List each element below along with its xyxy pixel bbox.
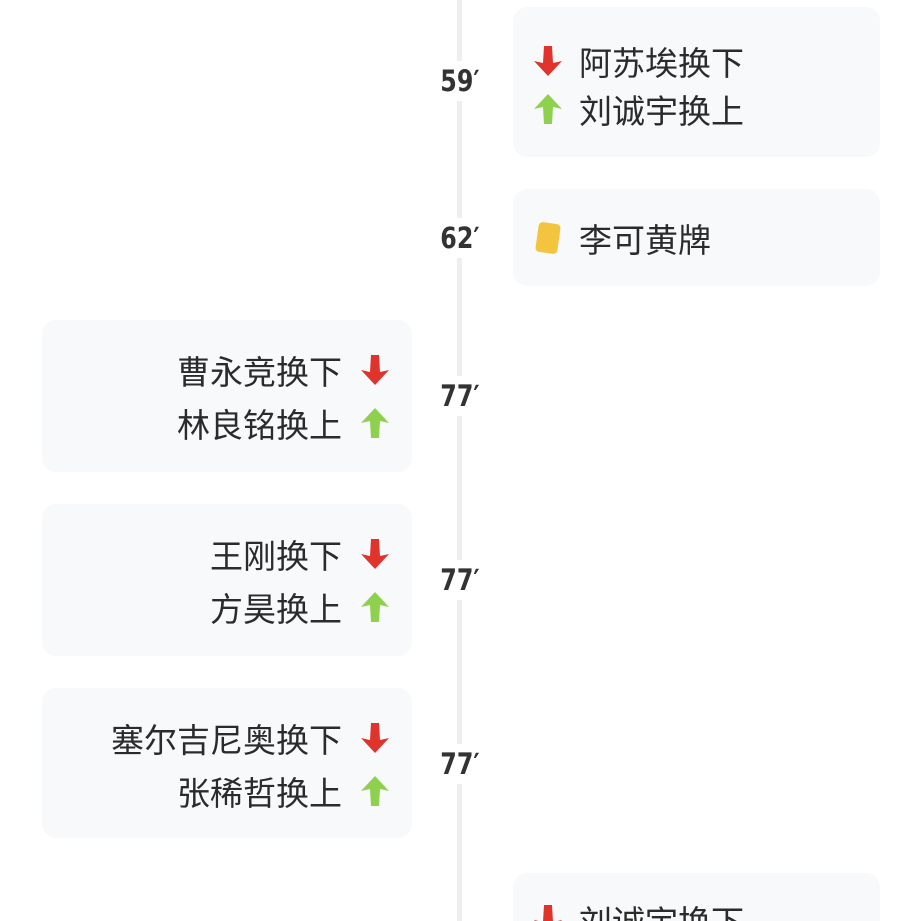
timeline-axis: [457, 0, 462, 921]
red-down-arrow-icon: [531, 903, 565, 921]
yellow-card-icon: [531, 221, 565, 255]
event-text: 刘诚宇换下: [579, 896, 744, 921]
green-up-arrow-icon: [531, 92, 565, 126]
event-minute: 77′: [427, 744, 493, 784]
event-text: 塞尔吉尼奥换下: [111, 721, 342, 760]
red-down-arrow-icon: [358, 353, 392, 387]
event-text: 林良铭换上: [177, 406, 342, 445]
event-text: 李可黄牌: [579, 221, 711, 260]
event-line-sub-on: 张稀哲换上: [177, 767, 392, 815]
event-line-sub-off: 刘诚宇换下: [531, 896, 744, 921]
green-up-arrow-icon: [358, 774, 392, 808]
event-line-sub-on: 方昊换上: [210, 583, 392, 631]
green-up-arrow-icon: [358, 590, 392, 624]
event-line-sub-on: 刘诚宇换上: [531, 85, 744, 133]
event-text: 王刚换下: [210, 537, 342, 576]
event-minute: 62′: [427, 218, 493, 258]
red-down-arrow-icon: [358, 537, 392, 571]
event-card[interactable]: 李可黄牌: [513, 189, 880, 286]
red-down-arrow-icon: [531, 44, 565, 78]
event-line-sub-off: 塞尔吉尼奥换下: [111, 714, 392, 762]
event-line-sub-off: 阿苏埃换下: [531, 37, 744, 85]
event-text: 方昊换上: [210, 590, 342, 629]
event-line-sub-on: 林良铭换上: [177, 399, 392, 447]
event-line-sub-off: 王刚换下: [210, 530, 392, 578]
event-card[interactable]: 塞尔吉尼奥换下 张稀哲换上: [42, 688, 412, 838]
event-text: 张稀哲换上: [177, 774, 342, 813]
event-line-yellow-card: 李可黄牌: [531, 214, 711, 262]
event-minute: 59′: [427, 61, 493, 101]
event-card[interactable]: 阿苏埃换下 刘诚宇换上: [513, 7, 880, 157]
event-minute: 77′: [427, 376, 493, 416]
event-line-sub-off: 曹永竞换下: [177, 346, 392, 394]
green-up-arrow-icon: [358, 406, 392, 440]
event-card[interactable]: 曹永竞换下 林良铭换上: [42, 320, 412, 472]
event-card[interactable]: 王刚换下 方昊换上: [42, 504, 412, 656]
event-card[interactable]: 刘诚宇换下: [513, 873, 880, 921]
red-down-arrow-icon: [358, 721, 392, 755]
event-text: 曹永竞换下: [177, 353, 342, 392]
event-text: 刘诚宇换上: [579, 92, 744, 131]
event-text: 阿苏埃换下: [579, 44, 744, 83]
event-minute: 77′: [427, 560, 493, 600]
